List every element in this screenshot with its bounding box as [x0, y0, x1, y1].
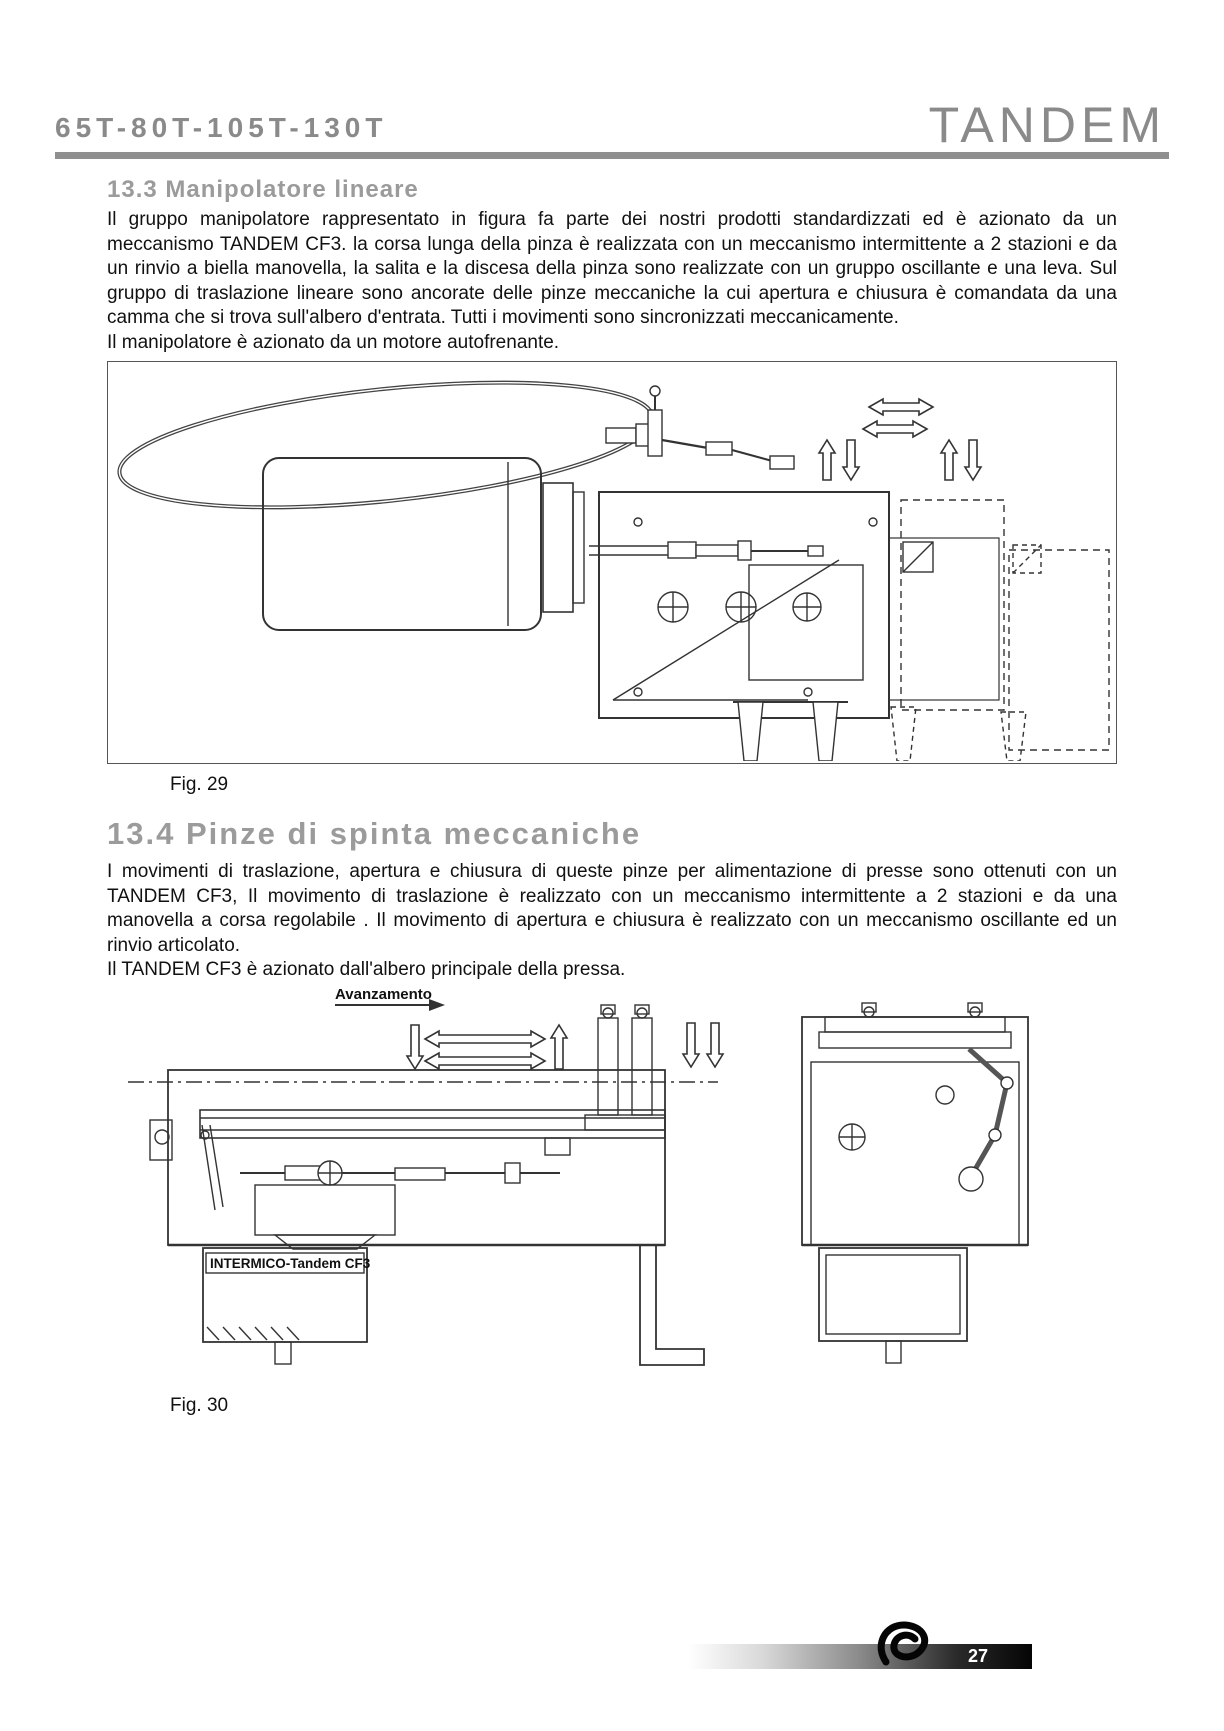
brand-swirl-icon: [872, 1616, 940, 1672]
section-13-4-paragraph-2: Il TANDEM CF3 è azionato dall'albero pri…: [107, 959, 626, 980]
side-view: INTERMICO-Tandem CF3: [149, 1003, 705, 1366]
figure-29: [107, 361, 1117, 764]
intermico-label: INTERMICO-Tandem CF3: [210, 1256, 371, 1271]
header-rule: [55, 152, 1169, 159]
section-13-3-paragraph: Il gruppo manipolatore rappresentato in …: [107, 209, 1117, 328]
avanzamento-text: Avanzamento: [335, 987, 432, 1003]
figure-29-drawing: [117, 380, 1110, 761]
figure-30-drawing: Avanzamento: [128, 987, 1029, 1366]
figure-30-caption: Fig. 30: [170, 1394, 229, 1416]
main-body: [598, 491, 890, 719]
section-13-3-paragraph-2: Il manipolatore è azionato da un motore …: [107, 331, 560, 353]
model-range-title: 65T-80T-105T-130T: [55, 112, 388, 143]
motion-arrows: [817, 397, 983, 482]
motor-block: [262, 457, 585, 631]
right-extension: [888, 499, 1110, 751]
section-13-4-paragraph: I movimenti di traslazione, apertura e c…: [107, 861, 1117, 956]
motion-arrows-left: [405, 1021, 725, 1071]
brand-title: TANDEM: [928, 97, 1166, 153]
figure-29-caption: Fig. 29: [170, 774, 229, 795]
cable-loop: [117, 380, 655, 510]
page-content: 13.3 Manipolatore lineare Il gruppo mani…: [107, 176, 1117, 1417]
figure-30: Avanzamento: [107, 986, 1117, 1385]
avanzamento-label: Avanzamento: [335, 987, 445, 1011]
section-13-4-heading: 13.4 Pinze di spinta meccaniche: [107, 816, 642, 851]
section-13-3-heading: 13.3 Manipolatore lineare: [107, 176, 419, 203]
gripper-feet: [733, 701, 1027, 761]
footer-bar: 27: [688, 1644, 1032, 1669]
cable-fitting: [605, 385, 795, 470]
end-view: [801, 1001, 1029, 1364]
actuator-rod: [589, 540, 824, 561]
page-number: 27: [967, 1646, 988, 1666]
